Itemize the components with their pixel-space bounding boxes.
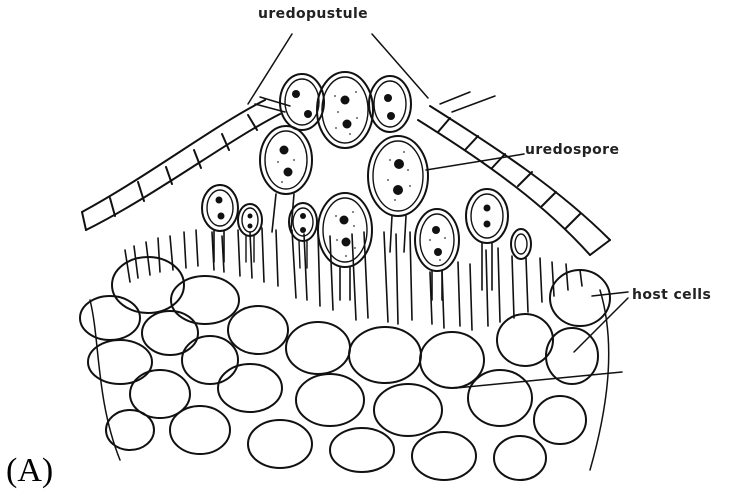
label-host-cells: host cells bbox=[632, 287, 711, 303]
epidermis-right-flap bbox=[418, 92, 610, 255]
label-uredospore: uredospore bbox=[525, 142, 619, 158]
hyphal-layer bbox=[125, 228, 582, 330]
host-tissue bbox=[80, 257, 610, 480]
spore-nuclei bbox=[216, 90, 491, 256]
panel-label: (A) bbox=[6, 452, 53, 490]
label-uredopustule: uredopustule bbox=[258, 6, 368, 22]
